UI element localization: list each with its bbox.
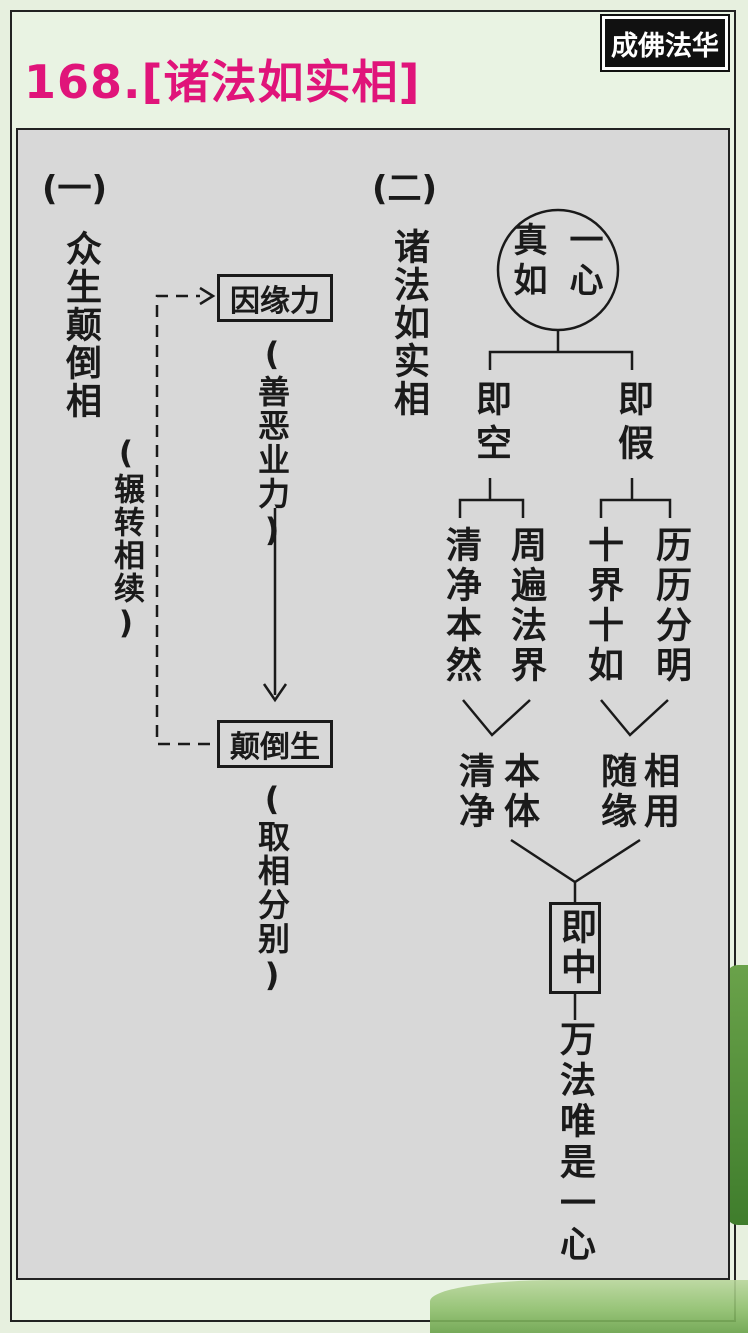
circle-col-one-mind: 一心	[563, 222, 603, 302]
brand-badge: 成佛法华	[600, 14, 730, 72]
merge-right-conditions: 随缘	[595, 752, 636, 832]
right-leaf-ten-realms: 十界十如	[582, 526, 623, 686]
node-causal-force-note: (善恶业力)	[253, 335, 291, 551]
cause-arrowhead	[262, 683, 288, 703]
final-one-mind: 万法唯是一心	[554, 1020, 595, 1266]
merge-left-pure: 清净	[453, 752, 494, 832]
feedback-arrowhead	[199, 286, 216, 306]
left-leaf-pervading: 周遍法界	[505, 526, 546, 686]
merge-left-essence: 本体	[498, 752, 539, 832]
decorative-leaf-right	[726, 965, 748, 1225]
feedback-loop	[155, 294, 210, 746]
decorative-grass-bottom	[430, 1280, 748, 1333]
tree-connectors	[458, 330, 672, 1020]
loop-note: (辗转相续)	[108, 435, 144, 643]
branch-emptiness: 即空	[470, 380, 511, 468]
node-inverted-arise-note: (取相分别)	[253, 780, 291, 996]
left-leaf-pure-original: 清净本然	[440, 526, 481, 686]
section2-heading: 诸法如实相	[388, 228, 429, 418]
page-title: 168.[诸法如实相]	[24, 55, 421, 109]
center-middle-way-box: 即中	[549, 902, 601, 994]
node-inverted-arise: 颠倒生	[217, 720, 333, 768]
circle-col-true-suchness: 真如	[507, 222, 547, 302]
right-leaf-distinct: 历历分明	[650, 526, 691, 686]
section1-heading: 众生颠倒相	[60, 230, 101, 420]
branch-provisional: 即假	[612, 380, 653, 468]
center-middle-way-label: 即中	[555, 908, 596, 988]
diagram-panel	[16, 128, 730, 1280]
section1-marker: (一)	[42, 169, 108, 209]
node-causal-force: 因缘力	[217, 274, 333, 322]
merge-right-function: 相用	[638, 752, 679, 832]
section2-marker: (二)	[372, 169, 438, 209]
